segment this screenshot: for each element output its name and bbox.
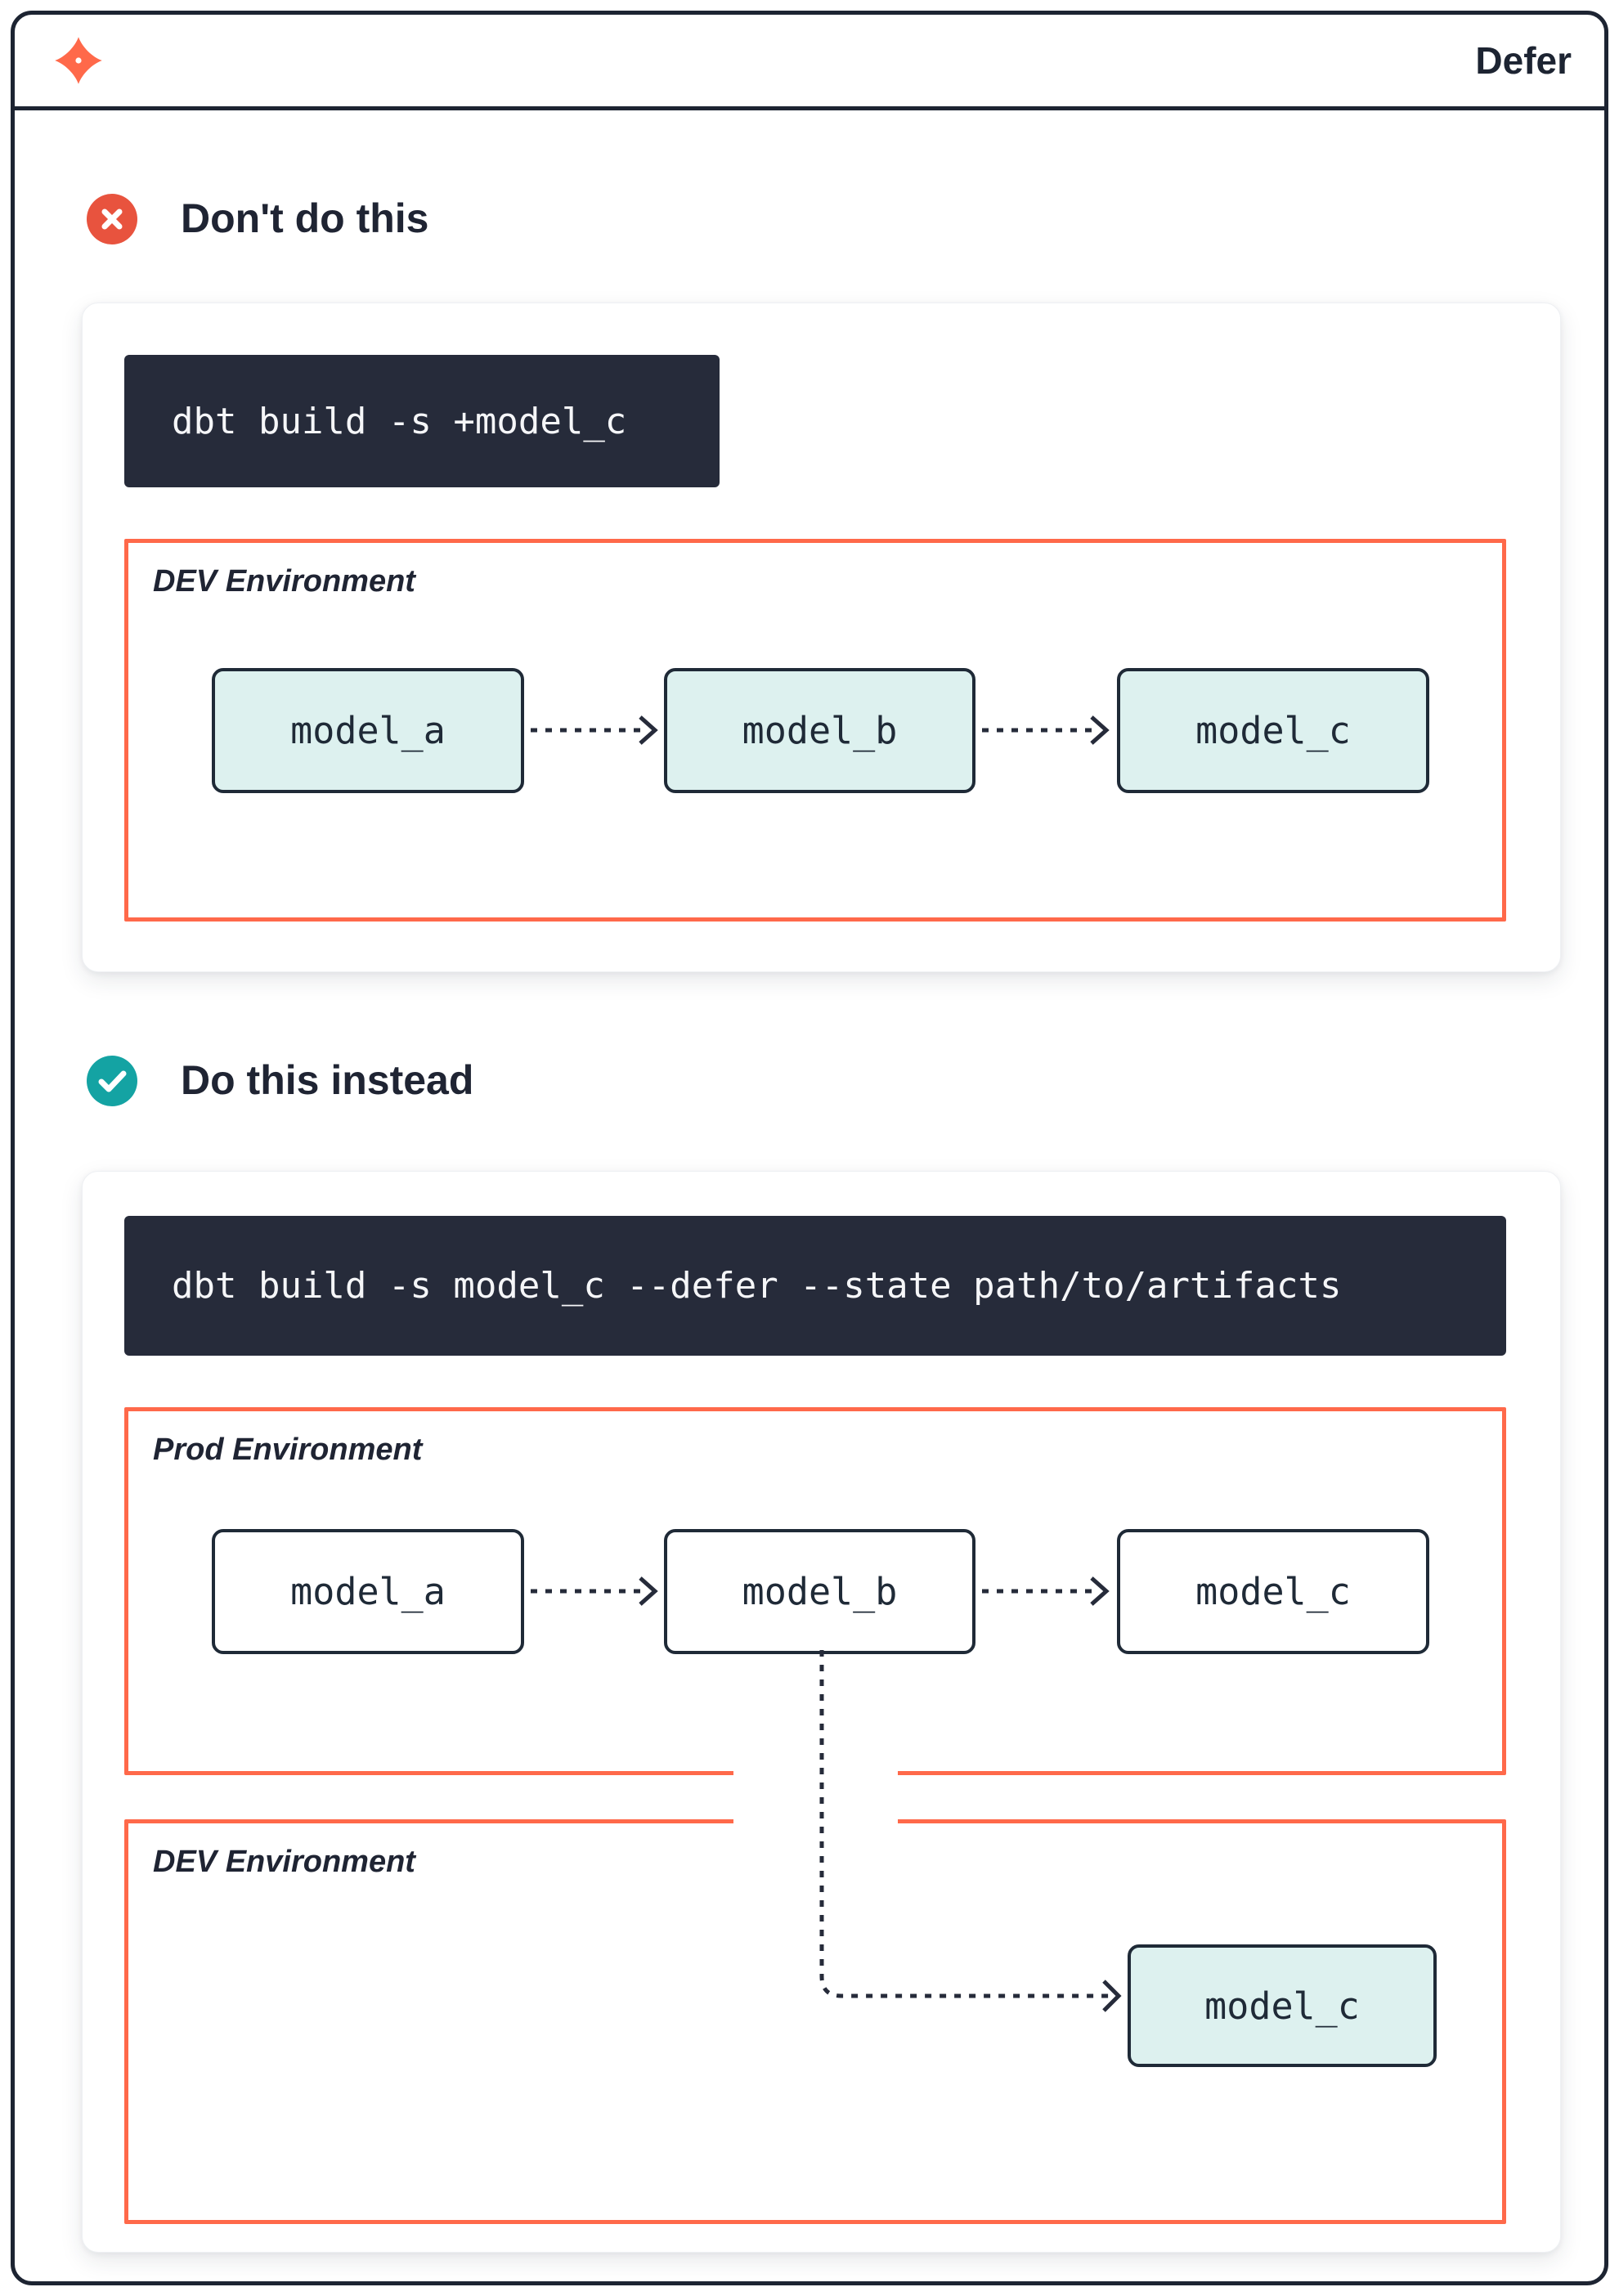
node-label: model_b — [742, 1570, 898, 1613]
border-gap — [733, 1815, 898, 1827]
dont-heading: Don't do this — [181, 195, 429, 241]
model-a-node: model_a — [212, 1529, 524, 1654]
node-label: model_a — [290, 1570, 446, 1613]
dbt-logo-icon — [54, 36, 103, 85]
model-c-node: model_c — [1117, 668, 1429, 793]
node-label: model_c — [1204, 1984, 1360, 2028]
node-label: model_a — [290, 709, 446, 752]
do-code-block: dbt build -s model_c --defer --state pat… — [124, 1216, 1506, 1356]
model-b-node: model_b — [664, 1529, 975, 1654]
model-b-node: model_b — [664, 668, 975, 793]
environment-label: DEV Environment — [153, 564, 415, 599]
dashed-arrow-icon — [531, 1576, 658, 1606]
border-gap — [733, 1767, 898, 1779]
do-card: dbt build -s model_c --defer --state pat… — [82, 1171, 1561, 2253]
model-c-node: model_c — [1117, 1529, 1429, 1654]
node-label: model_c — [1195, 709, 1351, 752]
do-command-text: dbt build -s model_c --defer --state pat… — [172, 1265, 1342, 1307]
do-heading: Do this instead — [181, 1057, 474, 1103]
node-label: model_c — [1195, 1570, 1351, 1613]
dont-code-block: dbt build -s +model_c — [124, 355, 720, 487]
dont-card: dbt build -s +model_c DEV Environment mo… — [82, 303, 1561, 972]
dashed-arrow-icon — [982, 1576, 1110, 1606]
dashed-arrow-icon — [982, 715, 1110, 745]
node-label: model_b — [742, 709, 898, 752]
dont-command-text: dbt build -s +model_c — [172, 400, 627, 442]
app-window: Defer Don't do this dbt build -s +model_… — [11, 11, 1608, 2285]
x-circle-icon — [87, 194, 137, 244]
dev-environment-box: DEV Environment model_c — [124, 1819, 1506, 2224]
check-circle-icon — [87, 1056, 137, 1106]
model-a-node: model_a — [212, 668, 524, 793]
environment-label: DEV Environment — [153, 1845, 415, 1879]
top-bar: Defer — [15, 15, 1604, 110]
page-title: Defer — [1475, 39, 1572, 82]
dev-environment-box: DEV Environment model_a model_b model_c — [124, 539, 1506, 922]
dashed-arrow-icon — [531, 715, 658, 745]
model-c-node: model_c — [1128, 1944, 1437, 2067]
prod-environment-box: Prod Environment model_a model_b model_c — [124, 1407, 1506, 1775]
environment-label: Prod Environment — [153, 1433, 423, 1467]
